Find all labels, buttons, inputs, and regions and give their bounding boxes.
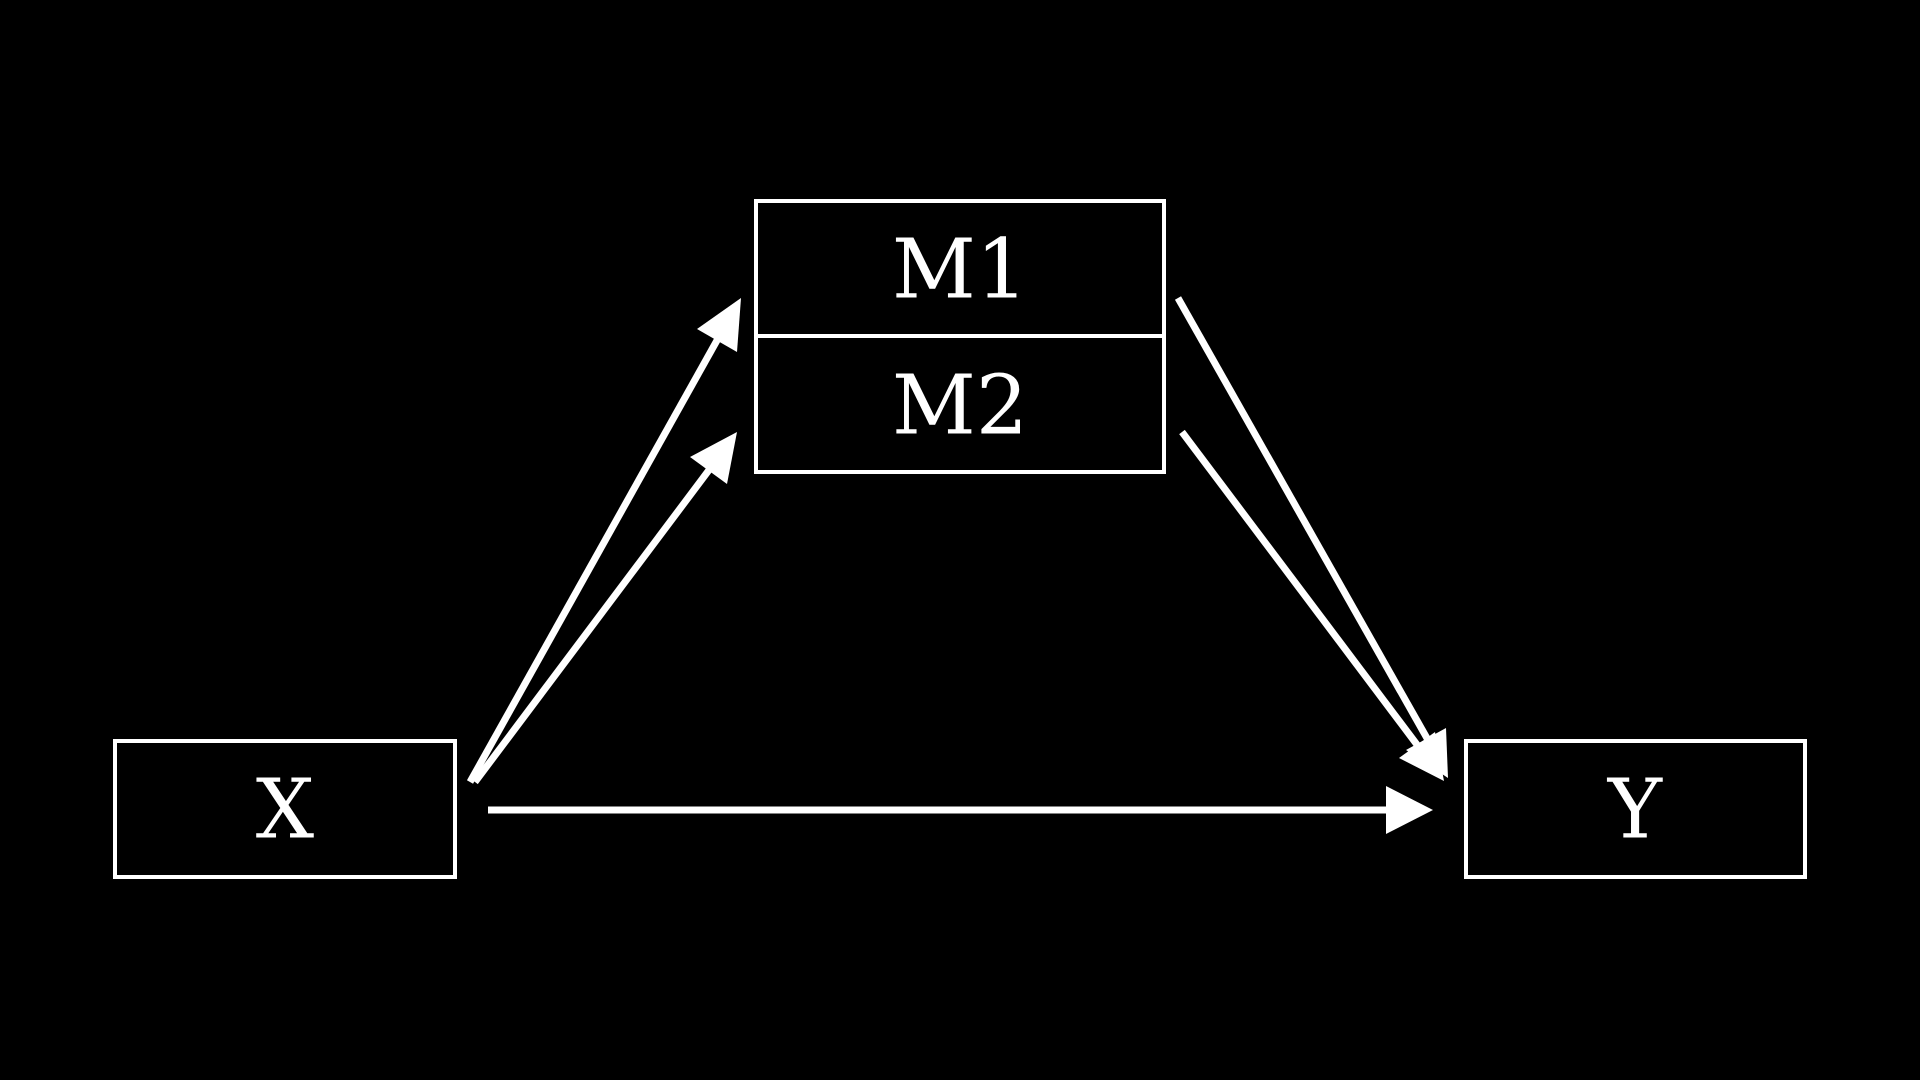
node-m1-label: M1	[892, 223, 1028, 318]
edge-m2-to-y-arrowhead	[1399, 732, 1444, 781]
node-x-box	[113, 739, 457, 879]
edge-x-to-m1-arrowhead	[697, 298, 741, 352]
edge-x-to-y-arrowhead	[1386, 786, 1433, 834]
node-y-box	[1464, 739, 1807, 879]
edge-x-to-m1-line	[466, 333, 724, 784]
edge-m1-to-y	[1174, 296, 1448, 778]
node-m1-box	[754, 199, 1166, 338]
edge-x-to-m2-arrowhead	[690, 432, 737, 484]
node-m2: M2	[754, 334, 1166, 474]
edge-m2-to-y	[1179, 429, 1444, 781]
node-x-label: X	[256, 763, 314, 858]
edge-x-to-m2	[472, 432, 737, 785]
edge-x-to-m1	[466, 298, 741, 784]
node-y-label: Y	[1607, 763, 1663, 858]
edge-m1-to-y-line	[1174, 296, 1432, 742]
node-m2-box	[754, 334, 1166, 474]
edge-x-to-m2-line	[472, 463, 715, 785]
node-m2-label: M2	[892, 359, 1028, 454]
edge-m2-to-y-line	[1179, 429, 1421, 749]
node-x: X	[113, 739, 457, 879]
edge-x-to-y	[488, 786, 1433, 834]
node-y: Y	[1464, 739, 1807, 879]
node-m1: M1	[754, 199, 1166, 338]
